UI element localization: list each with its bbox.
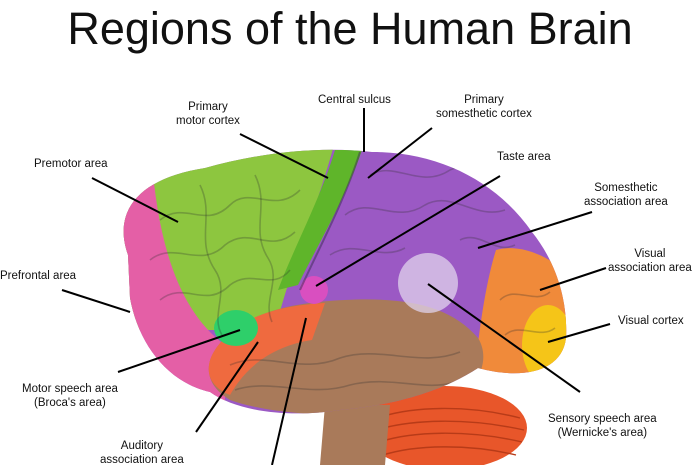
label-central-sulcus: Central sulcus (318, 94, 391, 106)
leader-line-prefrontal (61, 289, 131, 313)
label-visual-association-area: Visual association area (608, 248, 692, 274)
leader-lines (61, 108, 611, 465)
label-taste-area: Taste area (497, 151, 551, 163)
label-primary-somesthetic-cortex: Primary somesthetic cortex (436, 94, 532, 120)
leader-line-somesthetic-assoc (477, 211, 593, 249)
brocas-area-region (214, 310, 258, 346)
label-auditory-association-area: Auditory association area (100, 440, 184, 466)
label-premotor-area: Premotor area (34, 158, 108, 170)
central-sulcus-groove (299, 151, 361, 291)
label-primary-motor-cortex: Primary motor cortex (176, 101, 240, 127)
leader-line-taste (315, 175, 501, 287)
primary-motor-strip (278, 150, 362, 290)
leader-line-visual-assoc (539, 267, 607, 291)
label-motor-speech-area: Motor speech area (Broca's area) (22, 383, 118, 409)
cerebellum (363, 386, 527, 465)
wernickes-area-region (398, 253, 458, 313)
leader-line-visual-cortex (547, 323, 611, 343)
leader-line-sensory-speech (427, 283, 581, 393)
visual-cortex-region (522, 305, 567, 385)
leader-line-motor-speech (117, 329, 241, 373)
brain-stem (320, 405, 390, 465)
label-somesthetic-association-area: Somesthetic association area (584, 182, 668, 208)
leader-line-premotor (91, 177, 179, 223)
label-sensory-speech-area: Sensory speech area (Wernicke's area) (548, 413, 657, 439)
leader-line-primary-somesthetic (367, 127, 433, 179)
page-title: Regions of the Human Brain (67, 3, 633, 54)
leader-line-primary-motor (239, 133, 329, 179)
label-visual-cortex: Visual cortex (618, 315, 684, 327)
gyri-texture (149, 166, 556, 391)
leader-line-auditory-assoc (195, 341, 259, 433)
label-prefrontal-area: Prefrontal area (0, 270, 77, 282)
prefrontal-lobe (123, 149, 225, 414)
leader-line-bottom (271, 317, 307, 465)
